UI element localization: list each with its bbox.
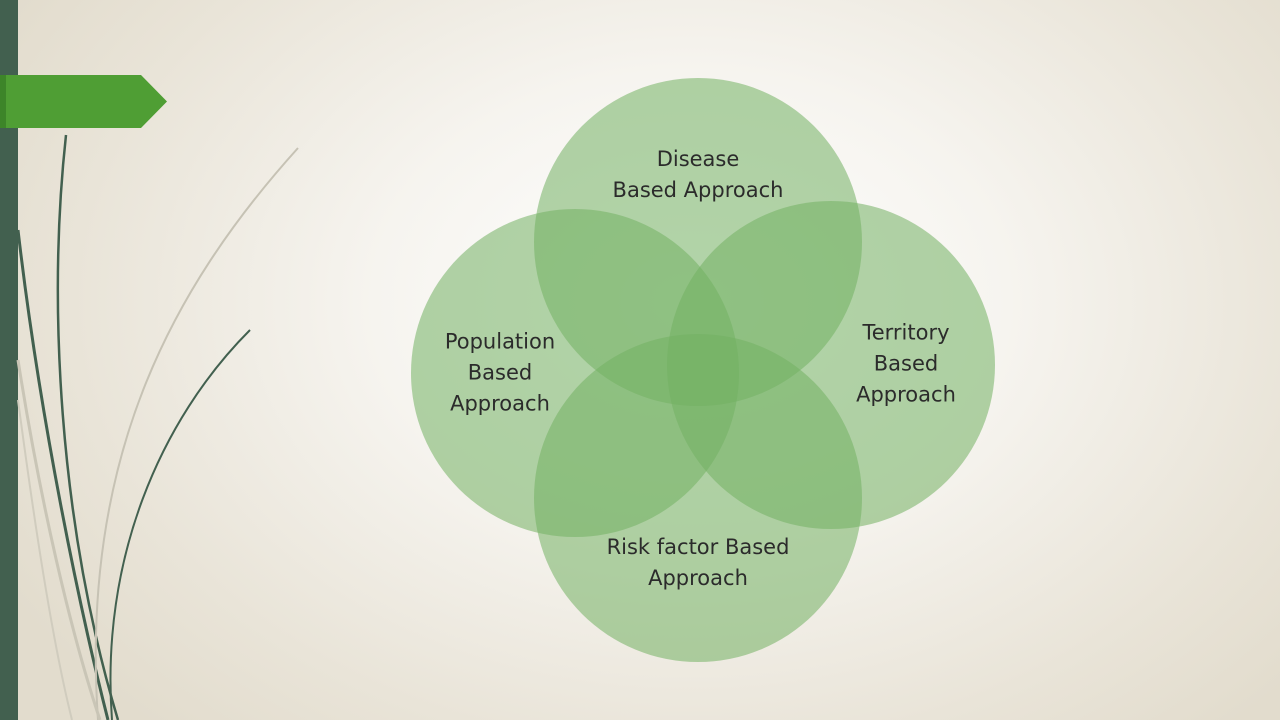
label-population: Population Based Approach bbox=[444, 329, 556, 416]
accent-banner bbox=[0, 75, 167, 128]
label-disease: Disease Based Approach bbox=[612, 147, 784, 202]
slide-left-bar bbox=[0, 0, 18, 720]
decorative-grass-lines bbox=[16, 134, 299, 720]
label-risk-factor: Risk factor Based Approach bbox=[606, 535, 790, 590]
label-territory: Territory Based Approach bbox=[856, 320, 956, 407]
circle-population bbox=[411, 209, 739, 537]
